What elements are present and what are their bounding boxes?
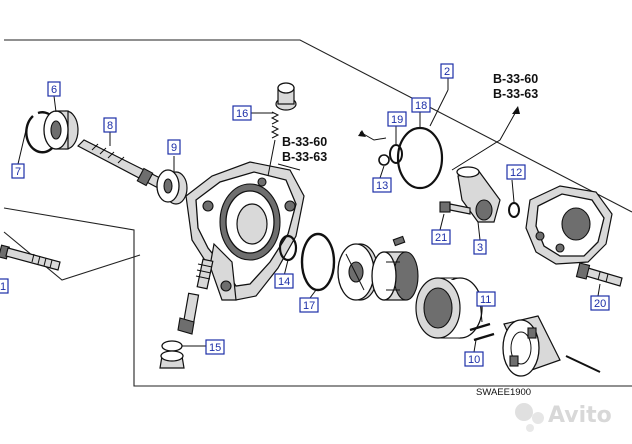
callout-label: 19	[391, 114, 403, 126]
o-ring-19	[389, 144, 403, 164]
callout-label: 17	[303, 300, 315, 312]
callout-label: 2	[444, 66, 450, 78]
callout-label: 21	[435, 232, 447, 244]
callout: 13	[372, 177, 392, 193]
callout-label: 15	[209, 342, 221, 354]
callout: 12	[506, 164, 526, 180]
watermark-text: Avito	[548, 403, 612, 428]
callout: 20	[590, 295, 610, 311]
pressure-fitting	[159, 258, 214, 369]
callout-label: 20	[594, 298, 606, 310]
dowel-pins	[469, 322, 495, 342]
ref-right-bottom: B-33-63	[493, 87, 538, 101]
washer-13	[378, 154, 390, 166]
assembly-frame-bottom	[3, 207, 632, 387]
callout-label: 7	[15, 166, 21, 178]
watermark: Avito	[515, 403, 612, 432]
pin	[565, 355, 601, 373]
pump-shaft	[76, 139, 169, 191]
callout: 18	[411, 97, 431, 113]
callout-label: 14	[278, 276, 290, 288]
shaft-bearing	[156, 169, 188, 205]
ref-left-top: B-33-60	[282, 135, 327, 149]
side-plate	[337, 243, 379, 301]
callout-label: 16	[236, 108, 248, 120]
callout: 15	[205, 339, 225, 355]
callout-label: 12	[510, 167, 522, 179]
relief-valve-plug	[267, 82, 297, 177]
callout: 7	[11, 163, 25, 179]
subframe-left	[3, 231, 141, 281]
callout-label: 13	[376, 180, 388, 192]
pump-rotor	[371, 235, 419, 301]
callout: 11	[476, 291, 496, 307]
callout-label: 11	[480, 294, 491, 306]
callout: 6	[47, 81, 61, 97]
callout: 10	[464, 351, 484, 367]
ref-left-bottom: B-33-63	[282, 150, 327, 164]
callout-label: 6	[51, 84, 57, 96]
callout: 16	[232, 105, 252, 121]
drawing-code: SWAEE1900	[476, 387, 531, 398]
cam-ring	[415, 277, 483, 339]
inlet-joint	[456, 166, 501, 223]
assembly-frame	[4, 39, 632, 213]
pressure-plate	[502, 315, 561, 377]
bearing	[43, 110, 79, 150]
callout: 21	[431, 229, 451, 245]
callout: 17	[299, 297, 319, 313]
o-ring-inlet	[396, 126, 444, 190]
callout: 3	[473, 239, 487, 255]
callout: 14	[274, 273, 294, 289]
callout-label: 9	[171, 142, 177, 154]
long-bolt-left	[0, 244, 61, 271]
inlet-bolt	[439, 201, 471, 215]
callout: 2	[440, 63, 454, 79]
cover-bolt	[575, 262, 623, 287]
pump-housing	[185, 161, 305, 301]
callout-label: 1	[0, 281, 6, 293]
callout: 9	[167, 139, 181, 155]
o-ring-large	[300, 232, 336, 292]
callout-label: 10	[468, 354, 480, 366]
callout-label: 8	[107, 120, 113, 132]
callout: 1	[0, 278, 9, 294]
rear-cover	[525, 185, 613, 265]
callout: 8	[103, 117, 117, 133]
callout: 19	[387, 111, 407, 127]
callout-label: 18	[415, 100, 427, 112]
ref-right-top: B-33-60	[493, 72, 538, 86]
o-ring-12	[508, 202, 520, 218]
callout-label: 3	[477, 242, 483, 254]
